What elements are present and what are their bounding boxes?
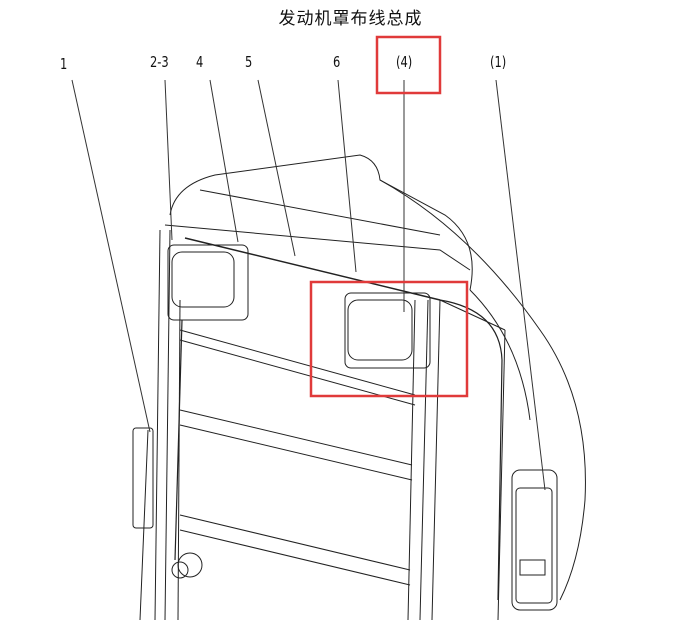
- callout-6: 6: [333, 53, 341, 71]
- work-lamp-left: [167, 244, 249, 321]
- highlight-box-lamp: [309, 280, 469, 398]
- callout-1: 1: [60, 55, 68, 73]
- callout-paren-4: (4): [396, 53, 413, 71]
- work-lamp-right: [344, 292, 431, 369]
- connector-bottom: [171, 552, 203, 579]
- callout-2-3: 2-3: [150, 53, 169, 71]
- callout-paren-1: (1): [490, 53, 507, 71]
- side-lamp-left: [132, 427, 154, 529]
- side-lamp-right: [511, 469, 558, 611]
- callout-4: 4: [196, 53, 204, 71]
- drawing-title: 发动机罩布线总成: [278, 9, 423, 29]
- callout-5: 5: [245, 53, 253, 71]
- leader-lines: [71, 79, 546, 491]
- highlight-box-callout: [375, 35, 442, 95]
- hood-outline: [139, 154, 586, 620]
